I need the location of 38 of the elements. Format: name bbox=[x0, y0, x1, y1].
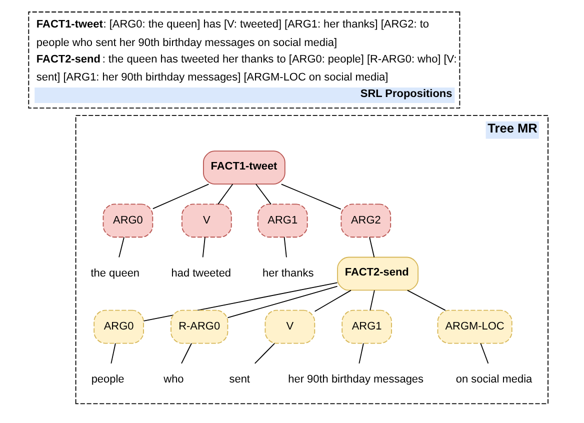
node-text: the queen bbox=[90, 268, 140, 280]
connector bbox=[202, 236, 206, 258]
node-box: FACT2-send bbox=[337, 256, 419, 291]
connector bbox=[118, 236, 124, 258]
connector bbox=[406, 290, 446, 311]
connector bbox=[480, 342, 489, 364]
connector bbox=[314, 290, 352, 312]
connector bbox=[254, 342, 276, 364]
connector bbox=[370, 290, 375, 311]
connector bbox=[152, 184, 210, 210]
node-box: ARG1 bbox=[342, 310, 392, 344]
node-box: FACT1-tweet: [ARG0: the queen] has [V: tweeted] [ARG1: her thanks] [ARG2: to people who sent her 90th birthday messages on social media] FACT2-send: the queen has tweeted her thanks to [ARG0: people] [R-ARG0: who] [V: sent] [ARG1: her 90th birthday messages] [ARGM-LOC on social media] SRL Propositions bbox=[28, 12, 460, 109]
connector bbox=[280, 184, 342, 210]
node-text: sent bbox=[229, 374, 250, 386]
connector bbox=[218, 184, 234, 205]
connector bbox=[284, 236, 287, 258]
node-box: ARG1 bbox=[257, 204, 308, 238]
node-text: people bbox=[91, 374, 124, 386]
node-text: had tweeted bbox=[171, 268, 232, 280]
node-text: who bbox=[164, 374, 184, 386]
connector bbox=[110, 342, 116, 364]
node-box: R-ARG0 bbox=[170, 310, 228, 344]
node-box: ARGM-LOC bbox=[437, 310, 512, 344]
node-box: ARG0 bbox=[102, 204, 154, 238]
node-text: her 90th birthday messages bbox=[288, 374, 424, 386]
node-box: ARG0 bbox=[94, 310, 144, 344]
node-box: V bbox=[182, 204, 232, 238]
connector bbox=[143, 282, 338, 322]
node-text: her thanks bbox=[262, 268, 314, 280]
connector bbox=[358, 342, 364, 364]
node-box: FACT1-tweet bbox=[203, 150, 286, 184]
connector bbox=[369, 236, 375, 258]
connector bbox=[181, 342, 192, 364]
connector bbox=[255, 184, 272, 205]
node-box: V bbox=[264, 310, 316, 344]
node-box: ARG2 bbox=[340, 204, 392, 238]
connector bbox=[227, 286, 338, 318]
node-text: on social media bbox=[456, 374, 532, 386]
